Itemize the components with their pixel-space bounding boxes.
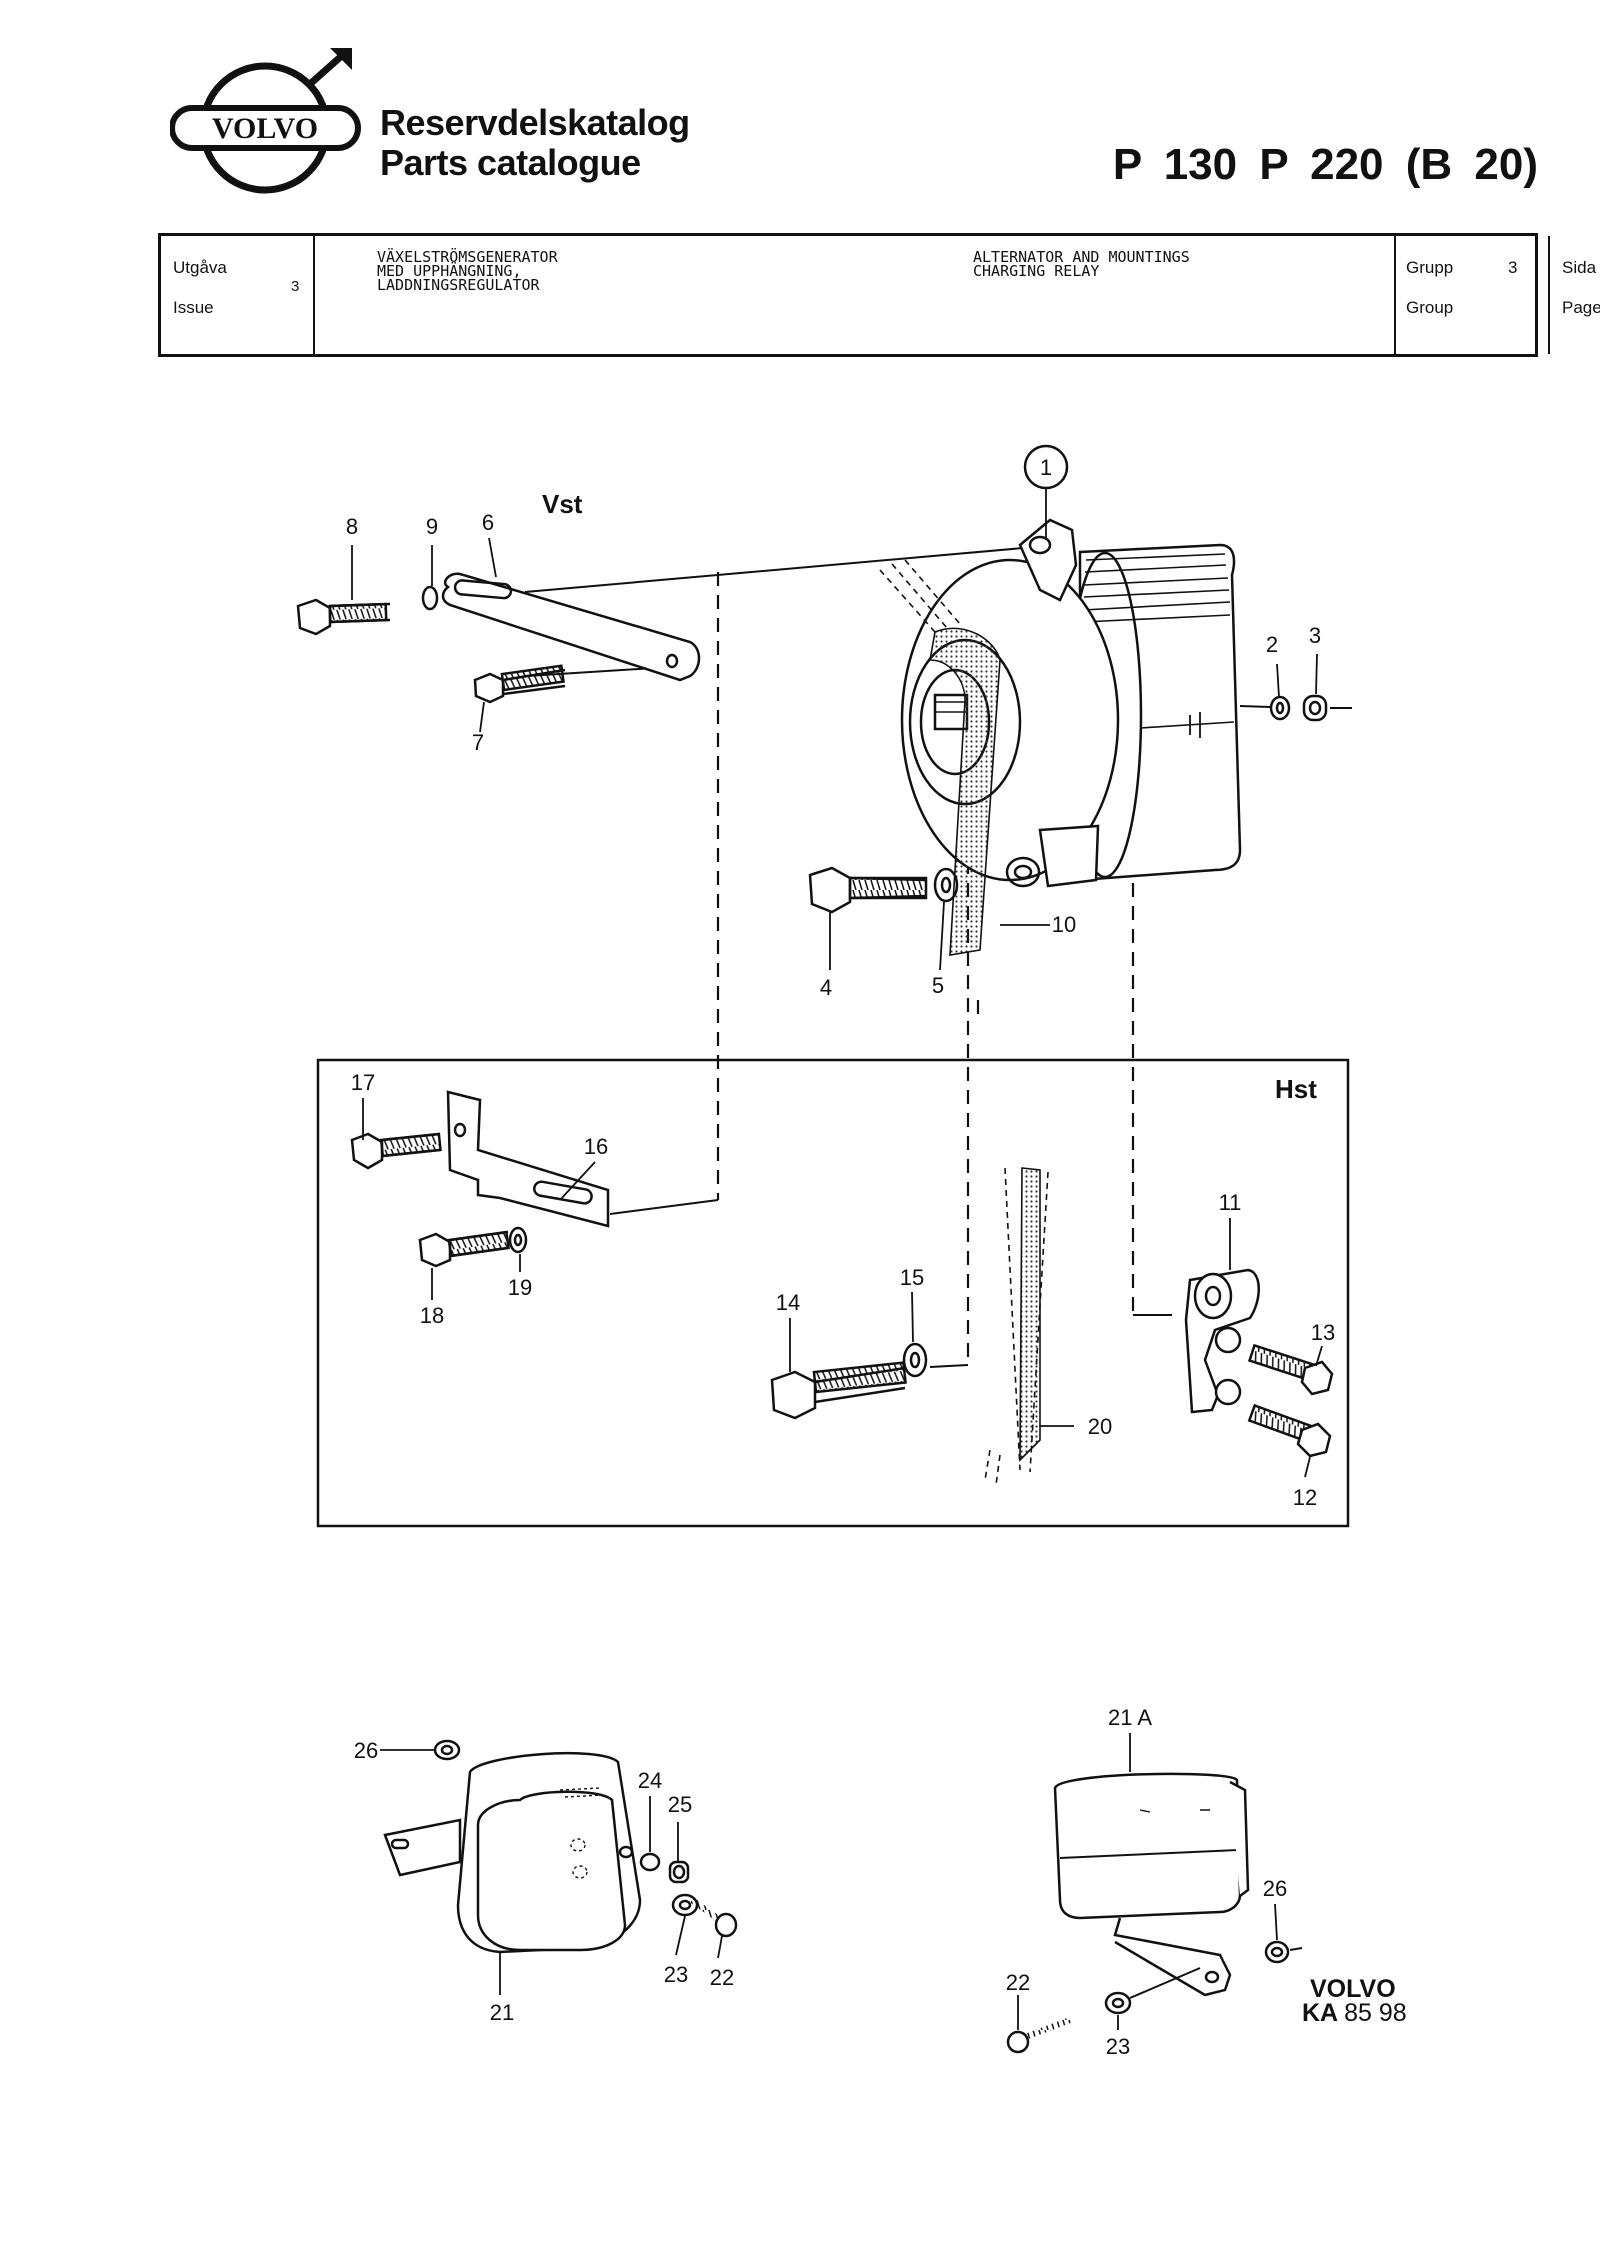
bracket-11	[1184, 1268, 1260, 1414]
callout-2: 2	[1266, 632, 1278, 657]
page-label-english: Page	[1562, 298, 1600, 317]
page-label-swedish: Sida	[1562, 258, 1597, 277]
bolt-13	[1247, 1343, 1334, 1396]
bolt-4	[808, 866, 928, 914]
callout-23-right: 23	[1106, 2034, 1130, 2059]
stamp-prefix: KA	[1302, 1999, 1338, 2027]
region-label-front: Vst	[542, 489, 583, 519]
callout-14: 14	[776, 1290, 800, 1315]
issue-label-english: Issue	[173, 298, 214, 317]
bolt-7	[473, 664, 566, 704]
callout-1: 1	[1040, 455, 1052, 480]
washer-23-left	[671, 1893, 699, 1917]
callout-18: 18	[420, 1303, 444, 1328]
issue-value: 3	[291, 278, 300, 295]
callout-8: 8	[346, 514, 358, 539]
callout-19: 19	[508, 1275, 532, 1300]
issue-label-swedish: Utgåva	[173, 258, 227, 277]
catalog-title-english: Parts catalogue	[380, 142, 641, 183]
washer-19	[508, 1226, 528, 1254]
group-value: 3	[1508, 258, 1518, 277]
description-cell: VÄXELSTRÖMSGENERATOR MED UPPHÄNGNING, LA…	[313, 236, 1396, 354]
callout-circle-1	[1023, 444, 1069, 490]
callout-24: 24	[638, 1768, 662, 1793]
bolt-12	[1247, 1403, 1332, 1458]
description-english: ALTERNATOR AND MOUNTINGS CHARGING RELAY	[973, 248, 1190, 280]
washer-23-right	[1104, 1991, 1132, 2015]
nut-25	[668, 1860, 690, 1884]
bolt-17	[350, 1132, 442, 1170]
callout-20: 20	[1088, 1414, 1112, 1439]
washer-9	[421, 585, 439, 611]
washer-26-left	[433, 1739, 461, 1761]
callout-15: 15	[900, 1265, 924, 1290]
callout-5: 5	[932, 973, 944, 998]
nut-3	[1302, 694, 1328, 722]
callout-26-right: 26	[1263, 1876, 1287, 1901]
stamp-brand: VOLVO	[1310, 1975, 1396, 2003]
callout-6: 6	[482, 510, 494, 535]
callout-17: 17	[351, 1070, 375, 1095]
washer-2	[1269, 695, 1291, 721]
drive-belt-20	[1019, 1167, 1041, 1462]
callout-12: 12	[1293, 1485, 1317, 1510]
callout-26-left: 26	[354, 1738, 378, 1763]
group-cell: Grupp 3 Group	[1394, 236, 1550, 354]
issue-cell: Utgåva 3 Issue	[161, 236, 315, 354]
volvo-logo: VOLVO	[170, 48, 361, 194]
callout-21a: 21 A	[1108, 1705, 1152, 1730]
callout-16: 16	[584, 1134, 608, 1159]
volvo-drawing-stamp: VOLVO KA 85 98	[1302, 1975, 1407, 2027]
callout-4: 4	[820, 975, 832, 1000]
washer-5	[933, 867, 959, 903]
alternator	[879, 518, 1242, 956]
callout-3: 3	[1309, 623, 1321, 648]
bracket-16	[446, 1090, 610, 1228]
callout-21: 21	[490, 2000, 514, 2025]
region-label-rear: Hst	[1275, 1074, 1317, 1104]
group-label-english: Group	[1406, 298, 1454, 317]
callout-13: 13	[1311, 1320, 1335, 1345]
bolt-14	[770, 1361, 907, 1420]
bolt-8	[296, 598, 391, 636]
bracket-6	[441, 572, 701, 682]
callout-23-left: 23	[664, 1962, 688, 1987]
callout-9: 9	[426, 514, 438, 539]
washer-24	[639, 1852, 661, 1872]
charging-relay-21a	[1053, 1772, 1250, 1997]
washer-26-right	[1264, 1940, 1290, 1964]
washer-15	[902, 1342, 928, 1378]
callout-11: 11	[1219, 1190, 1242, 1215]
charging-relay-21	[383, 1751, 642, 1954]
callout-leader-lines	[351, 487, 1323, 2030]
callout-22-left: 22	[710, 1965, 734, 1990]
catalog-title-swedish: Reservdelskatalog	[380, 102, 690, 143]
group-label-swedish: Grupp	[1406, 258, 1454, 277]
description-swedish: VÄXELSTRÖMSGENERATOR MED UPPHÄNGNING, LA…	[377, 248, 558, 294]
model-designation: P 130 P 220 (B 20)	[1112, 140, 1538, 189]
callout-10: 10	[1052, 912, 1076, 937]
logo-brand-text: VOLVO	[212, 112, 318, 145]
catalog-info-box: Utgåva 3 Issue VÄXELSTRÖMSGENERATOR MED …	[158, 233, 1600, 357]
screw-22-right	[1006, 2017, 1072, 2054]
callout-22-right: 22	[1006, 1970, 1030, 1995]
callout-7: 7	[472, 730, 484, 755]
hst-frame	[316, 1058, 1350, 1528]
stamp-number: 85 98	[1344, 1999, 1407, 2027]
callout-25: 25	[668, 1792, 692, 1817]
screw-22-left	[690, 1897, 738, 1938]
bolt-18	[418, 1230, 510, 1268]
